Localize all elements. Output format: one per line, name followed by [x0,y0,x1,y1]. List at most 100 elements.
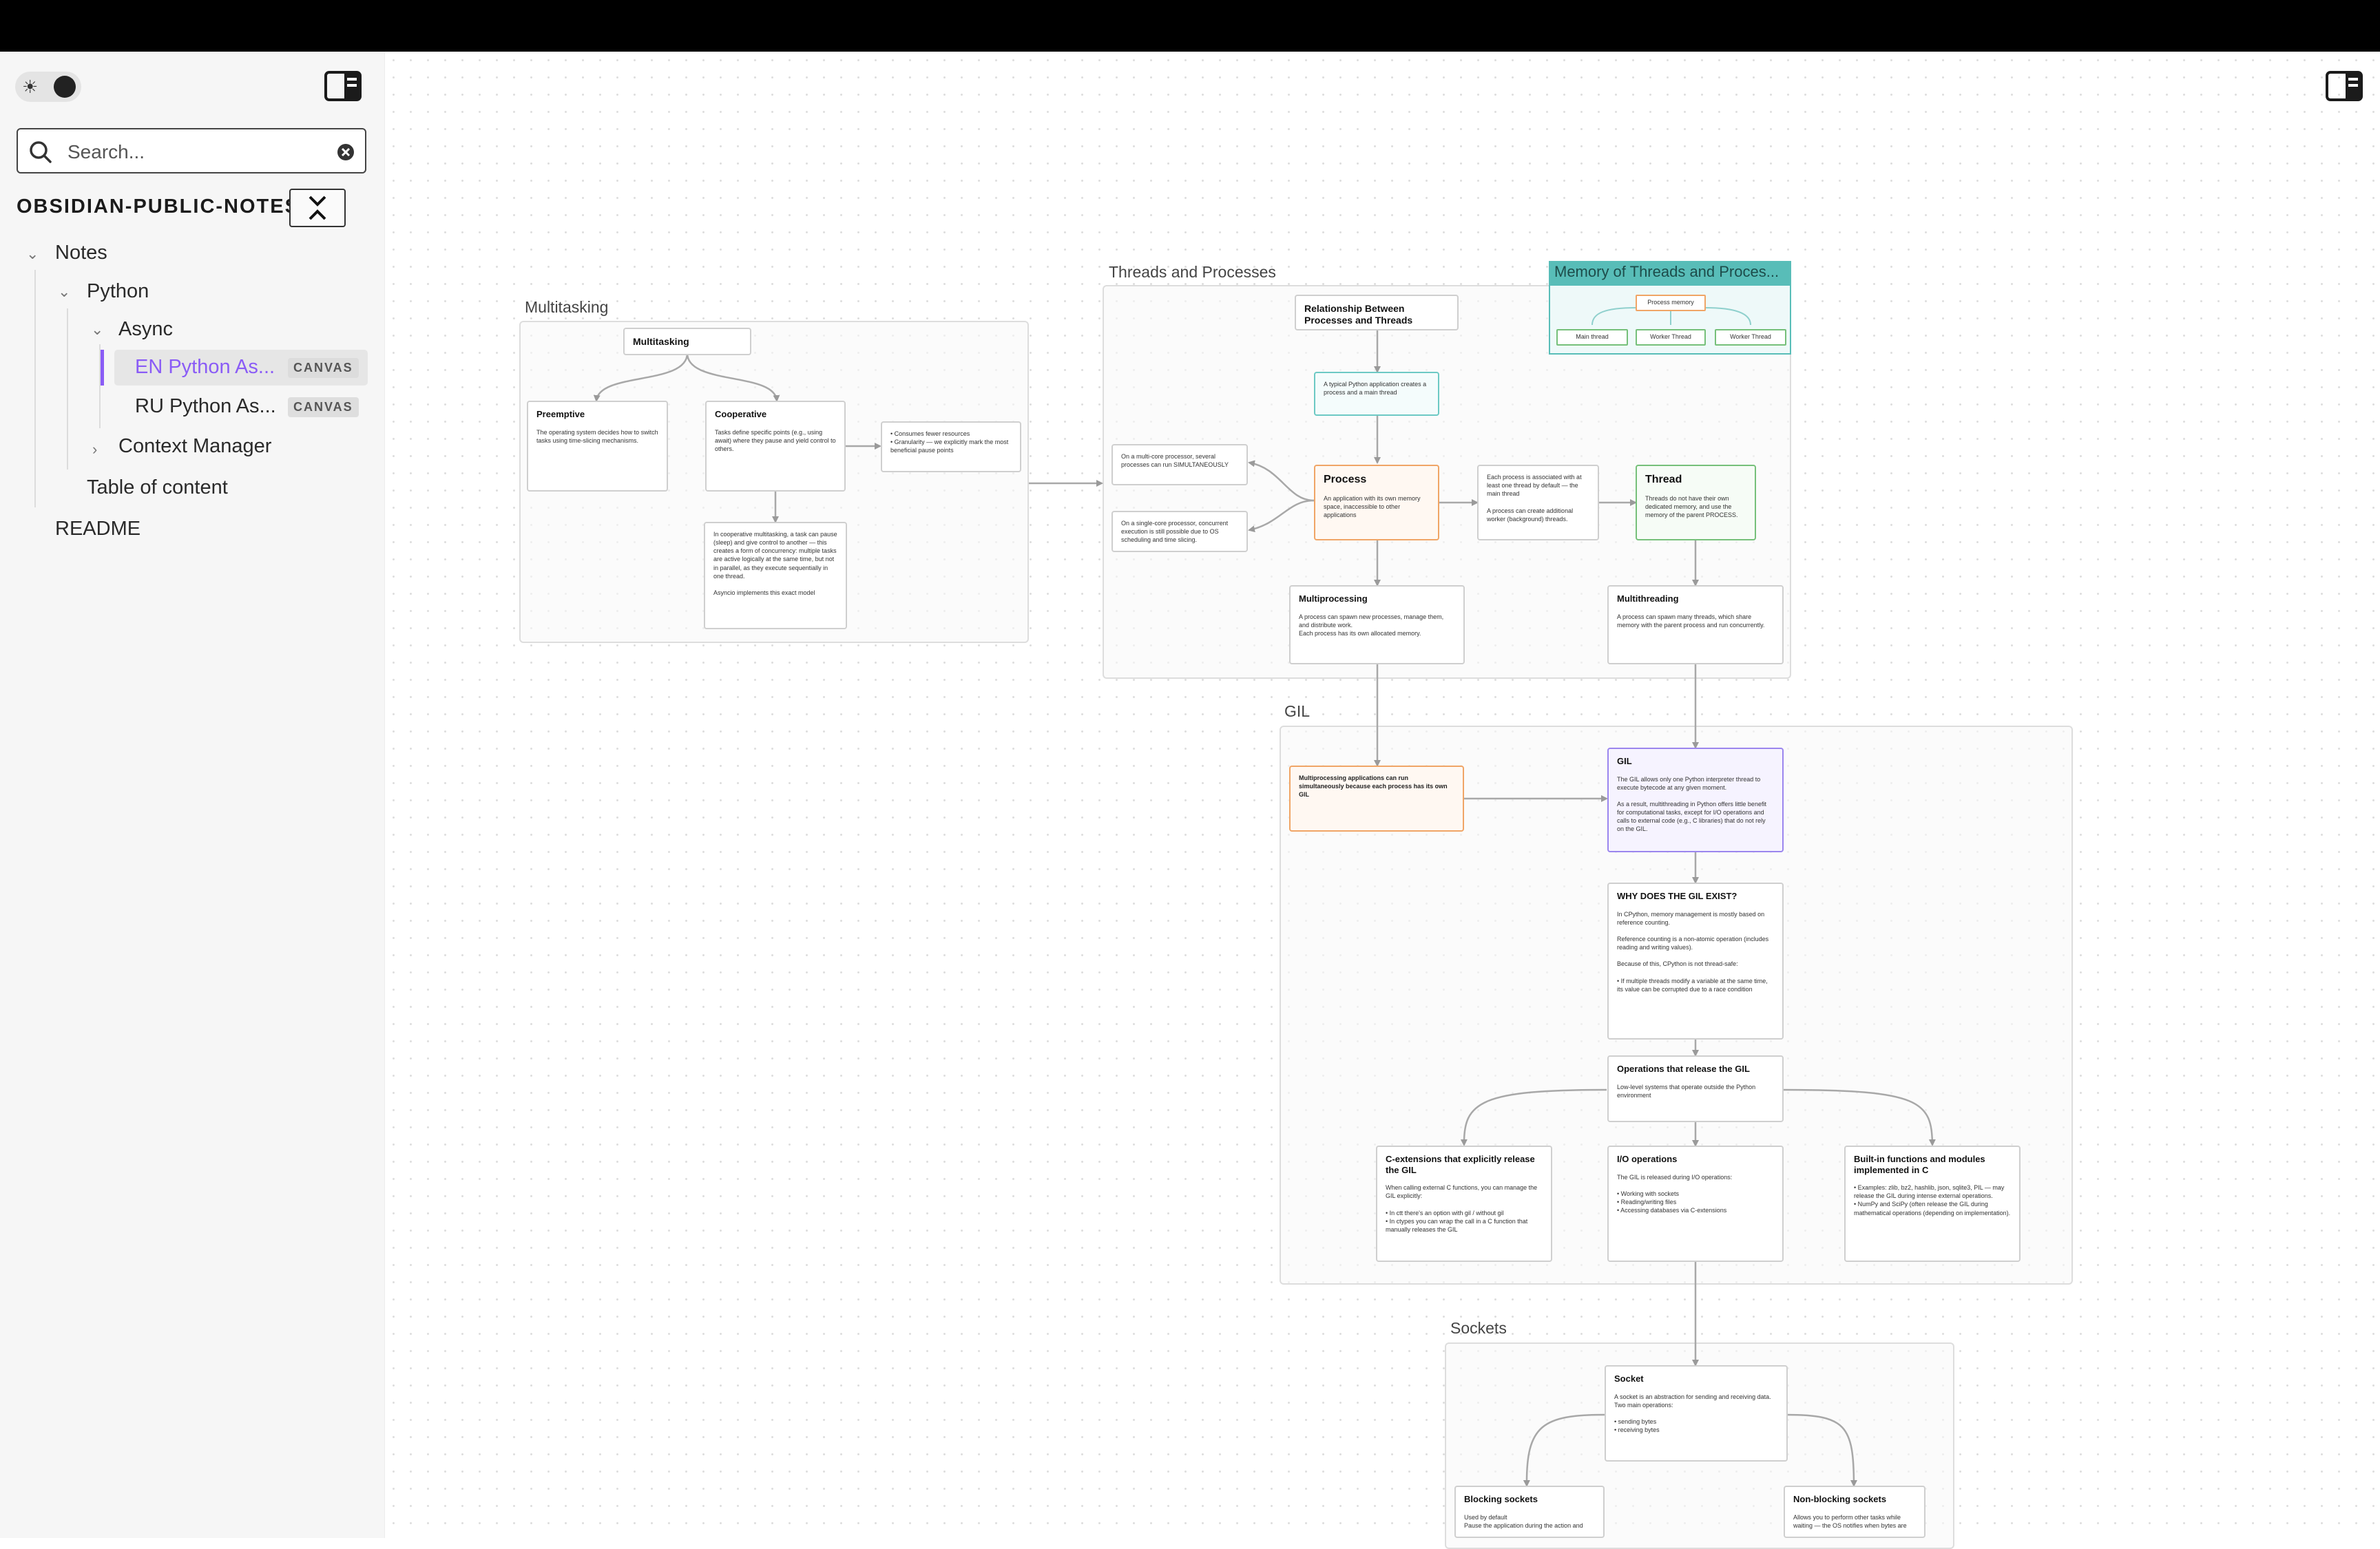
tree-file-en-python-async[interactable]: EN Python As... [135,356,275,378]
node-multithreading[interactable]: Multithreading A process can spawn many … [1607,585,1784,664]
node-typical-app[interactable]: A typical Python application creates a p… [1314,372,1439,416]
node-cooperative-pros[interactable]: • Consumes fewer resources • Granularity… [881,421,1021,472]
node-process[interactable]: Process An application with its own memo… [1314,465,1439,540]
sidebar-layout-button[interactable] [324,70,362,103]
node-body: Tasks define specific points (e.g., usin… [715,428,836,452]
collapse-all-button[interactable] [289,189,346,227]
node-relationship[interactable]: Relationship Between Processes and Threa… [1295,295,1459,330]
node-body: Multiprocessing applications can run sim… [1299,774,1448,799]
node-title: I/O operations [1617,1154,1678,1164]
toggle-knob [54,76,76,98]
right-sidebar-toggle-button[interactable] [2325,70,2363,103]
node-title: Process [1324,474,1367,485]
group-label-sockets[interactable]: Sockets [1450,1319,1507,1337]
tree-file-ru-python-async[interactable]: RU Python As... [135,395,276,417]
node-c-extensions[interactable]: C-extensions that explicitly release the… [1376,1146,1552,1262]
group-label-multitasking[interactable]: Multitasking [525,298,609,316]
node-body: A socket is an abstraction for sending a… [1614,1393,1771,1434]
node-title: Non-blocking sockets [1793,1494,1887,1504]
node-body: A process can spawn new processes, manag… [1299,613,1444,637]
node-body: On a single-core processor, concurrent e… [1121,520,1229,544]
collapse-all-icon [309,196,326,220]
node-multiprocessing-gil[interactable]: Multiprocessing applications can run sim… [1289,766,1464,832]
vault-name: OBSIDIAN-PUBLIC-NOTES [17,196,300,218]
node-preemptive[interactable]: Preemptive The operating system decides … [527,401,668,492]
window-titlebar [0,0,2380,52]
group-label-memory[interactable]: Memory of Threads and Proces... [1549,261,1791,284]
node-operations-release[interactable]: Operations that release the GIL Low-leve… [1607,1055,1784,1122]
memory-main-thread[interactable]: Main thread [1556,329,1628,346]
theme-toggle[interactable]: ☀ [15,72,81,102]
node-body: Allows you to perform other tasks while … [1793,1513,1907,1529]
group-label-gil[interactable]: GIL [1284,702,1311,720]
node-thread[interactable]: Thread Threads do not have their own ded… [1636,465,1756,540]
node-body: Threads do not have their own dedicated … [1645,495,1738,519]
tree-file-readme[interactable]: README [55,518,141,540]
search-input[interactable] [66,138,337,167]
chevron-right-icon[interactable]: › [92,441,98,458]
node-gil[interactable]: GIL The GIL allows only one Python inter… [1607,748,1784,852]
chevron-down-icon[interactable]: ⌄ [91,321,104,338]
group-label-threads-processes[interactable]: Threads and Processes [1109,263,1276,281]
tree-guide [34,270,36,507]
tree-file-table-of-content[interactable]: Table of content [87,476,228,498]
tree-folder-async[interactable]: Async [118,318,173,340]
node-socket[interactable]: Socket A socket is an abstraction for se… [1605,1365,1788,1462]
file-explorer-sidebar [0,52,385,1538]
node-cooperative-detail[interactable]: In cooperative multitasking, a task can … [704,522,847,629]
node-title: Built-in functions and modules implement… [1854,1154,1985,1175]
node-body: In CPython, memory management is mostly … [1617,910,1769,993]
node-multitasking[interactable]: Multitasking [623,328,751,355]
node-cooperative[interactable]: Cooperative Tasks define specific points… [705,401,846,492]
node-title: Blocking sockets [1464,1494,1538,1504]
node-body: • Consumes fewer resources • Granularity… [890,430,1009,454]
node-body: The GIL is released during I/O operation… [1617,1173,1733,1214]
node-multiprocessing[interactable]: Multiprocessing A process can spawn new … [1289,585,1465,664]
node-body: The operating system decides how to swit… [536,428,658,444]
chevron-down-icon[interactable]: ⌄ [26,245,39,262]
node-body: • Examples: zlib, bz2, hashlib, json, sq… [1854,1184,2011,1216]
node-body: The GIL allows only one Python interpret… [1617,775,1766,833]
node-title: Multitasking [633,336,689,347]
node-body: When calling external C functions, you c… [1386,1184,1538,1233]
node-title: C-extensions that explicitly release the… [1386,1154,1535,1175]
memory-worker-thread[interactable]: Worker Thread [1715,329,1786,346]
sun-icon: ☀ [22,76,39,97]
node-body: Used by default Pause the application du… [1464,1513,1583,1529]
node-body: Each process is associated with at least… [1487,474,1582,523]
chevron-down-icon[interactable]: ⌄ [58,283,71,300]
active-file-indicator [101,350,104,386]
canvas-badge: CANVAS [288,358,359,378]
tree-folder-context-manager[interactable]: Context Manager [118,435,272,457]
node-title: Multiprocessing [1299,593,1368,604]
node-why-gil[interactable]: WHY DOES THE GIL EXIST? In CPython, memo… [1607,883,1784,1040]
search-box [17,128,366,173]
memory-process-memory[interactable]: Process memory [1636,295,1706,311]
tree-guide [99,344,101,428]
node-title: Relationship Between Processes and Threa… [1304,303,1413,326]
node-title: Cooperative [715,409,767,419]
node-title: GIL [1617,756,1632,766]
node-body: An application with its own memory space… [1324,495,1421,519]
node-io-operations[interactable]: I/O operations The GIL is released durin… [1607,1146,1784,1262]
clear-search-icon[interactable] [336,143,355,162]
node-process-thread[interactable]: Each process is associated with at least… [1477,465,1599,540]
node-multi-core[interactable]: On a multi-core processor, several proce… [1111,444,1248,485]
node-blocking-sockets[interactable]: Blocking sockets Used by default Pause t… [1454,1486,1605,1538]
node-title: Socket [1614,1373,1644,1384]
search-icon [30,141,52,163]
node-title: WHY DOES THE GIL EXIST? [1617,891,1737,901]
node-single-core[interactable]: On a single-core processor, concurrent e… [1111,511,1248,552]
canvas-badge: CANVAS [288,397,359,417]
node-builtins[interactable]: Built-in functions and modules implement… [1844,1146,2021,1262]
node-title: Multithreading [1617,593,1679,604]
sidebar-layout-icon [324,71,362,101]
memory-worker-thread[interactable]: Worker Thread [1636,329,1706,346]
tree-folder-python[interactable]: Python [87,280,149,302]
node-body: Low-level systems that operate outside t… [1617,1083,1756,1099]
tree-folder-notes[interactable]: Notes [55,242,107,264]
node-title: Operations that release the GIL [1617,1064,1750,1074]
node-non-blocking-sockets[interactable]: Non-blocking sockets Allows you to perfo… [1784,1486,1925,1538]
node-body: A typical Python application creates a p… [1324,381,1427,397]
